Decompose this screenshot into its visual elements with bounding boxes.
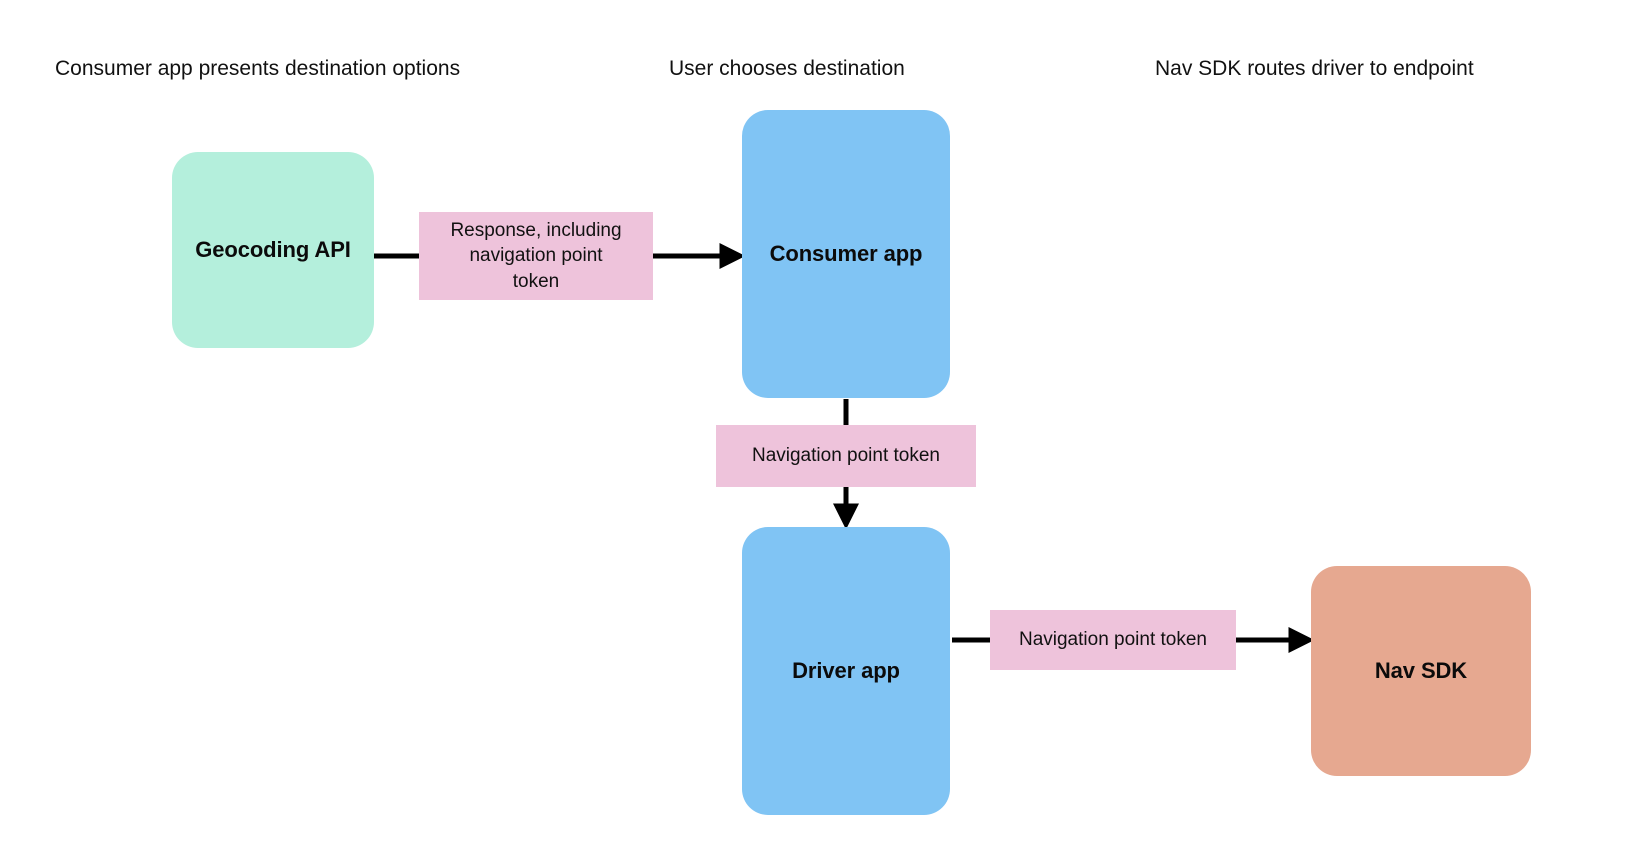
column-heading-consumer-app-presents: Consumer app presents destination option… — [55, 57, 461, 80]
node-driver-app-label: Driver app — [792, 658, 900, 683]
edge-label-response-line-1: Response, including — [450, 220, 622, 242]
edge-label-response-line-3: token — [512, 270, 560, 292]
node-nav-sdk[interactable]: Nav SDK — [1311, 566, 1531, 776]
edge-label-response-line-2: navigation point — [469, 245, 603, 267]
node-consumer-app-label: Consumer app — [769, 241, 923, 266]
node-geocoding-api-label: Geocoding API — [195, 237, 351, 262]
column-heading-user-chooses-destination: User chooses destination — [669, 57, 905, 80]
edge-label-nav-token-mid-text: Navigation point token — [751, 445, 940, 467]
edge-label-navigation-point-token-consumer-to-driver: Navigation point token — [716, 425, 976, 487]
node-consumer-app[interactable]: Consumer app — [742, 110, 950, 398]
edge-label-response-text: Response, including navigation point token — [450, 218, 621, 293]
column-heading-nav-sdk-routes-driver: Nav SDK routes driver to endpoint — [1155, 57, 1474, 80]
edge-label-response-including-navigation-point-token: Response, including navigation point token — [419, 212, 653, 300]
node-geocoding-api[interactable]: Geocoding API — [172, 152, 374, 348]
node-driver-app[interactable]: Driver app — [742, 527, 950, 815]
node-nav-sdk-label: Nav SDK — [1374, 658, 1468, 683]
edge-label-navigation-point-token-driver-to-navsdk: Navigation point token — [990, 610, 1236, 670]
edge-label-nav-token-right-text: Navigation point token — [1018, 629, 1207, 651]
